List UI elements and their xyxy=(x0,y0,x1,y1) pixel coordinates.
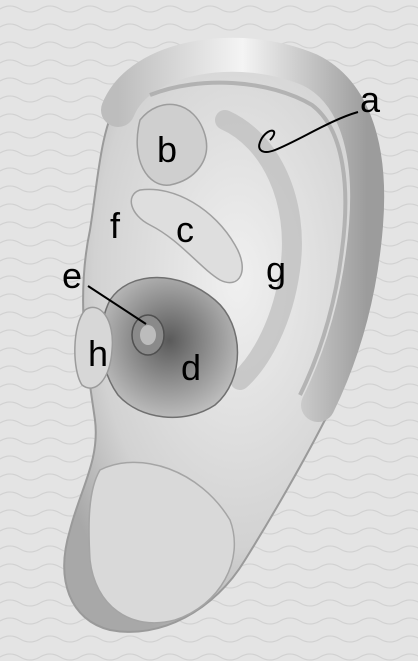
label-f: f xyxy=(110,208,120,244)
label-c: c xyxy=(176,212,194,248)
label-g: g xyxy=(266,252,286,288)
canal-inner xyxy=(140,325,156,345)
label-e: e xyxy=(62,258,82,294)
label-b: b xyxy=(157,132,177,168)
label-d: d xyxy=(181,350,201,386)
label-h: h xyxy=(88,336,108,372)
label-a: a xyxy=(360,82,380,118)
